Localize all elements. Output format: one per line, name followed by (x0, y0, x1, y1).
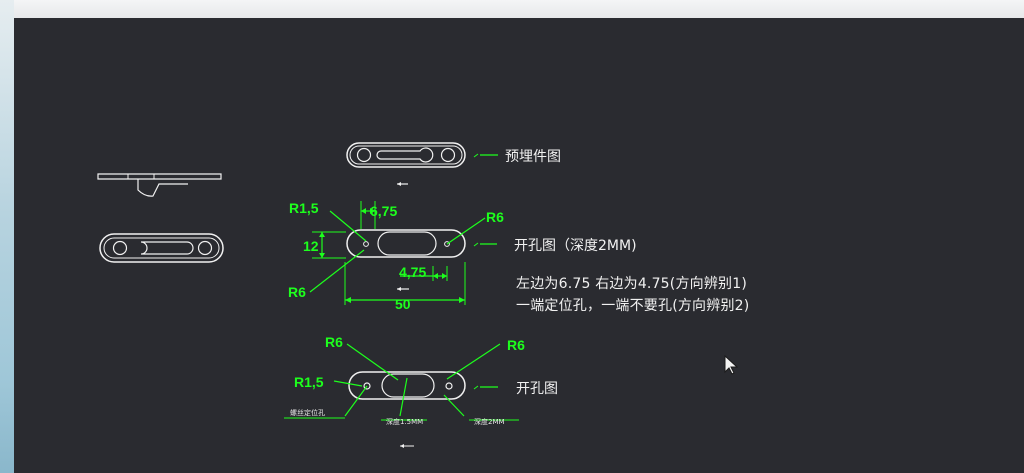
direction-note-line-1: 左边为6.75 右边为4.75(方向辨别1) (516, 276, 748, 292)
cad-canvas-area[interactable] (14, 18, 1024, 473)
hole-depth-label: 开孔图（深度2MM) (514, 238, 637, 254)
hole-bottom-label: 开孔图 (516, 381, 558, 397)
plan-view-part (99, 233, 224, 263)
hole-drawing-middle (309, 201, 497, 305)
embed-part-label: 预埋件图 (505, 149, 561, 165)
mouse-pointer-icon (724, 355, 738, 375)
screen-top-bezel (0, 0, 1024, 18)
depth-15mm-label: 深度1.5MM (386, 417, 423, 426)
dim-r15-bottom: R1,5 (294, 374, 324, 390)
screw-hole-label: 螺丝定位孔 (290, 408, 325, 417)
embed-part-drawing (346, 142, 498, 186)
side-profile-part (97, 173, 222, 197)
dim-675: 6,75 (370, 203, 397, 219)
dim-r15-top: R1,5 (289, 200, 319, 216)
dim-r6-left-bottom: R6 (325, 334, 343, 350)
dim-r6-right-top: R6 (486, 209, 504, 225)
dim-r6-left-top: R6 (288, 284, 306, 300)
dim-12: 12 (303, 238, 319, 254)
dim-50: 50 (395, 296, 411, 312)
depth-2mm-small-label: 深度2MM (474, 417, 505, 426)
dim-r6-right-bottom: R6 (507, 337, 525, 353)
direction-note-line-2: 一端定位孔，一端不要孔(方向辨别2) (516, 298, 750, 314)
screen-left-bezel (0, 0, 14, 473)
dim-475: 4,75 (399, 264, 426, 280)
hole-drawing-bottom (284, 343, 519, 448)
